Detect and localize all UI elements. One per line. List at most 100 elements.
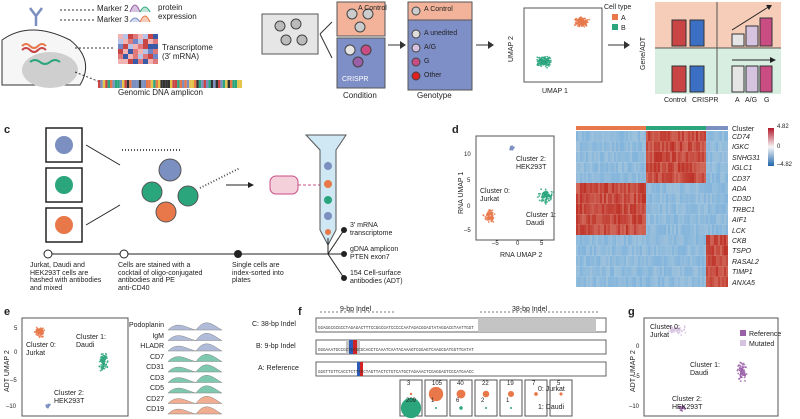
- heatmap-cell: [670, 235, 672, 246]
- umap-g-point: [683, 325, 686, 328]
- heatmap-cell: [672, 151, 674, 163]
- bar-label-ag: A/G: [745, 97, 758, 104]
- umap-e-point: [101, 355, 104, 358]
- amplicon-base: [138, 80, 142, 88]
- count-top: 7: [532, 381, 536, 387]
- heatmap-cell: [606, 131, 608, 142]
- umap-b-point: [536, 56, 539, 59]
- panel-f: GGAGGCGCGCCTAGAGACTTTCCGGCGATCCCCCAATAGA…: [315, 311, 607, 419]
- heatmap-cell: [622, 235, 624, 246]
- heatmap-cell: [722, 245, 724, 256]
- umap-d-point: [552, 191, 555, 194]
- umap-b-xlabel: UMAP 1: [542, 88, 568, 95]
- heatmap-cell: [614, 131, 616, 142]
- heatmap-cell: [702, 162, 704, 173]
- heatmap-cell: [670, 266, 672, 277]
- heatmap-cell: [636, 151, 638, 163]
- heatmap-cell: [696, 193, 698, 204]
- heatmap-cell: [680, 193, 682, 204]
- umap-d-point: [487, 221, 490, 223]
- count-bubble-daudi: [459, 406, 463, 410]
- d-ylabel: RNA UMAP 1: [458, 171, 465, 214]
- umap-e-point: [36, 334, 39, 337]
- heatmap-cell: [592, 141, 594, 152]
- heatmap-cell: [652, 224, 654, 235]
- amplicon-base: [222, 80, 226, 88]
- heatmap-cell: [662, 245, 664, 256]
- heatmap-cell: [718, 203, 720, 215]
- heatmap-cell: [612, 203, 614, 215]
- step-1-text: Jurkat, Daudi and HEK293T cells are hash…: [30, 262, 102, 293]
- amplicon-base: [129, 80, 132, 88]
- heatmap-cell: [694, 141, 696, 152]
- heatmap-cell: [592, 183, 594, 194]
- umap-b-point: [573, 23, 576, 26]
- heatmap-cell: [672, 245, 674, 256]
- transcriptome-cell: [148, 59, 153, 64]
- umap-e-point: [100, 358, 103, 360]
- heatmap-cell: [670, 141, 672, 152]
- heatmap-cell: [638, 203, 640, 215]
- amplicon-base: [208, 80, 211, 88]
- marker-label-podoplanin: Podoplanin: [128, 322, 164, 329]
- count-top: 19: [507, 381, 514, 387]
- heatmap-cell: [618, 203, 620, 215]
- umap-b-point: [547, 61, 550, 63]
- d-xtick-0: 0: [516, 241, 520, 247]
- heatmap-cell: [584, 183, 586, 194]
- heatmap-cell: [616, 224, 618, 235]
- amplicon-base: [182, 80, 185, 88]
- heatmap-cell: [680, 172, 682, 183]
- transcriptome-cell: [128, 39, 133, 44]
- count-bubble-jurkat: [534, 392, 538, 396]
- heatmap-cell: [706, 183, 708, 194]
- bar-label-a: A: [735, 97, 740, 104]
- heatmap-cell: [676, 214, 678, 225]
- heatmap-cell: [660, 255, 662, 267]
- heatmap-cell: [702, 214, 704, 225]
- heatmap-cell: [710, 276, 712, 287]
- heatmap-cell: [598, 266, 600, 277]
- heatmap-cell: [586, 203, 588, 215]
- heatmap-cell: [684, 224, 686, 235]
- heatmap-cell: [596, 151, 598, 163]
- heatmap-cell: [706, 214, 708, 225]
- scale-max: 4.82: [777, 124, 789, 130]
- transcriptome-cell: [153, 49, 158, 54]
- heatmap-cell: [702, 193, 704, 204]
- heatmap-cell: [590, 141, 592, 152]
- heatmap-cell: [650, 245, 652, 256]
- heatmap-cell: [650, 183, 652, 194]
- umap-b-point: [544, 61, 547, 64]
- heatmap-cell: [628, 266, 630, 277]
- heatmap-cell: [630, 224, 632, 235]
- heatmap-cell: [632, 131, 634, 142]
- transcriptome-cell: [128, 54, 133, 59]
- heatmap-cell: [630, 141, 632, 152]
- heatmap-cell: [690, 255, 692, 267]
- heatmap-cell: [580, 141, 582, 152]
- heatmap-cell: [644, 141, 646, 152]
- heatmap-cell: [722, 203, 724, 215]
- heatmap-cell: [580, 183, 582, 194]
- cluster-bar-jurkat: [576, 126, 646, 130]
- amplicon-base: [105, 80, 108, 88]
- heatmap-cell: [658, 193, 660, 204]
- heatmap-cell: [678, 255, 680, 267]
- heatmap-cell: [590, 162, 592, 173]
- transcriptome-cell: [148, 39, 153, 44]
- f-legend-jurkat: 0: Jurkat: [538, 386, 565, 393]
- heatmap-cell: [620, 255, 622, 267]
- heatmap-cell: [594, 235, 596, 246]
- heatmap-cell: [720, 255, 722, 267]
- heatmap-cell: [722, 276, 724, 287]
- transcriptome-cell: [123, 59, 128, 64]
- heatmap-cell: [684, 276, 686, 287]
- heatmap-cell: [688, 141, 690, 152]
- heatmap-cell: [668, 214, 670, 225]
- heatmap-cell: [596, 235, 598, 246]
- heatmap-cell: [642, 162, 644, 173]
- heatmap-cell: [704, 151, 706, 163]
- umap-e-point: [104, 356, 107, 359]
- e-cluster-0-label: Cluster 0: Jurkat: [26, 342, 56, 357]
